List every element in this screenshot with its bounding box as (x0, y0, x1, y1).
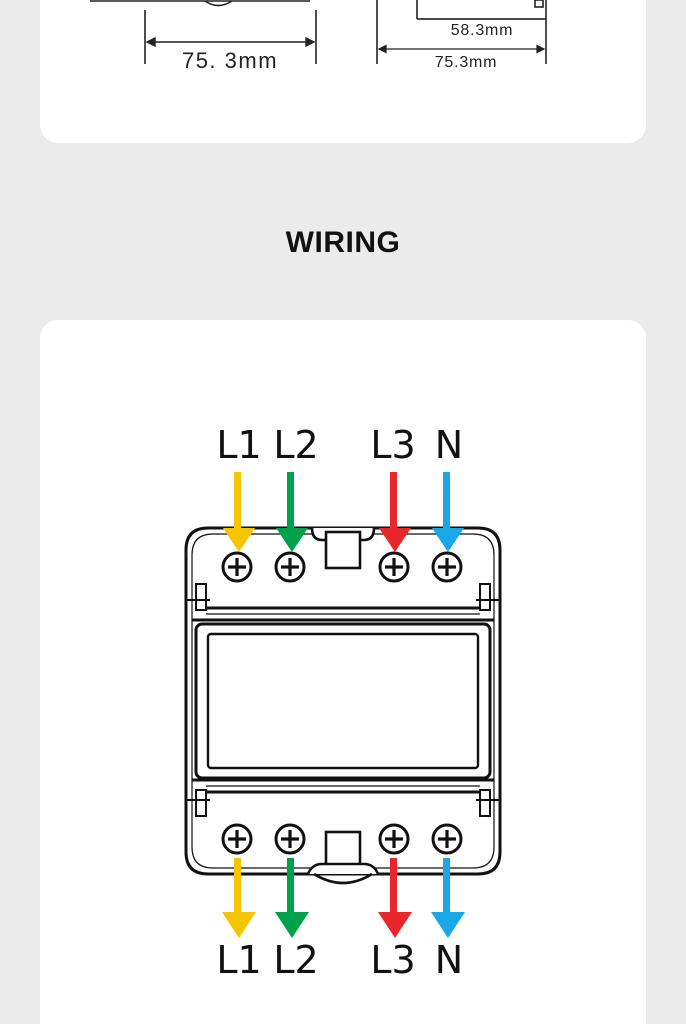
top-input-arrows (223, 472, 464, 552)
screw-icon (378, 823, 410, 855)
terminal-label-l2-bottom: L2 (273, 938, 318, 982)
dimensions-card (40, 0, 646, 143)
bottom-terminal-labels: L1 L2 L3 N (216, 938, 463, 982)
arrow-down-icon (276, 472, 308, 552)
terminal-label-l1-bottom: L1 (216, 938, 261, 982)
arrow-down-icon (222, 858, 256, 938)
front-width-label: 75. 3mm (182, 48, 278, 73)
arrow-down-icon (223, 472, 255, 552)
screw-icon (274, 823, 306, 855)
terminal-label-l1-top: L1 (216, 423, 261, 467)
arrow-down-icon (431, 858, 465, 938)
screw-icon (431, 823, 463, 855)
top-terminal-labels: L1 L2 L3 N (216, 423, 463, 467)
arrow-down-icon (432, 472, 464, 552)
screw-icon (274, 551, 306, 583)
wiring-title: WIRING (285, 226, 401, 259)
front-view-outline (90, 0, 317, 64)
terminal-label-l3-bottom: L3 (370, 938, 415, 982)
terminal-label-l3-top: L3 (370, 423, 415, 467)
dimensions-drawing: 75. 3mm 58.3mm 75.3mm (90, 0, 547, 73)
meter-lower-band (192, 778, 494, 794)
side-depth-label: 58.3mm (451, 22, 514, 39)
screw-icon (221, 551, 253, 583)
arrow-down-icon (379, 472, 411, 552)
meter-top-clip (310, 527, 376, 570)
meter-bottom-clip (306, 830, 380, 885)
terminal-label-n-bottom: N (435, 938, 463, 982)
side-width-dimension-line (377, 44, 546, 54)
screw-icon (431, 551, 463, 583)
side-width-label: 75.3mm (435, 54, 498, 71)
arrow-down-icon (378, 858, 412, 938)
meter-display-window (194, 622, 492, 780)
bottom-output-arrows (222, 858, 465, 938)
meter-upper-band (192, 606, 494, 622)
meter-body (184, 526, 502, 876)
terminal-label-n-top: N (435, 423, 463, 467)
front-width-dimension-line (145, 36, 316, 48)
screw-icon (221, 823, 253, 855)
arrow-down-icon (275, 858, 309, 938)
terminal-label-l2-top: L2 (273, 423, 318, 467)
meter-side-rails (186, 583, 500, 817)
screw-icon (378, 551, 410, 583)
